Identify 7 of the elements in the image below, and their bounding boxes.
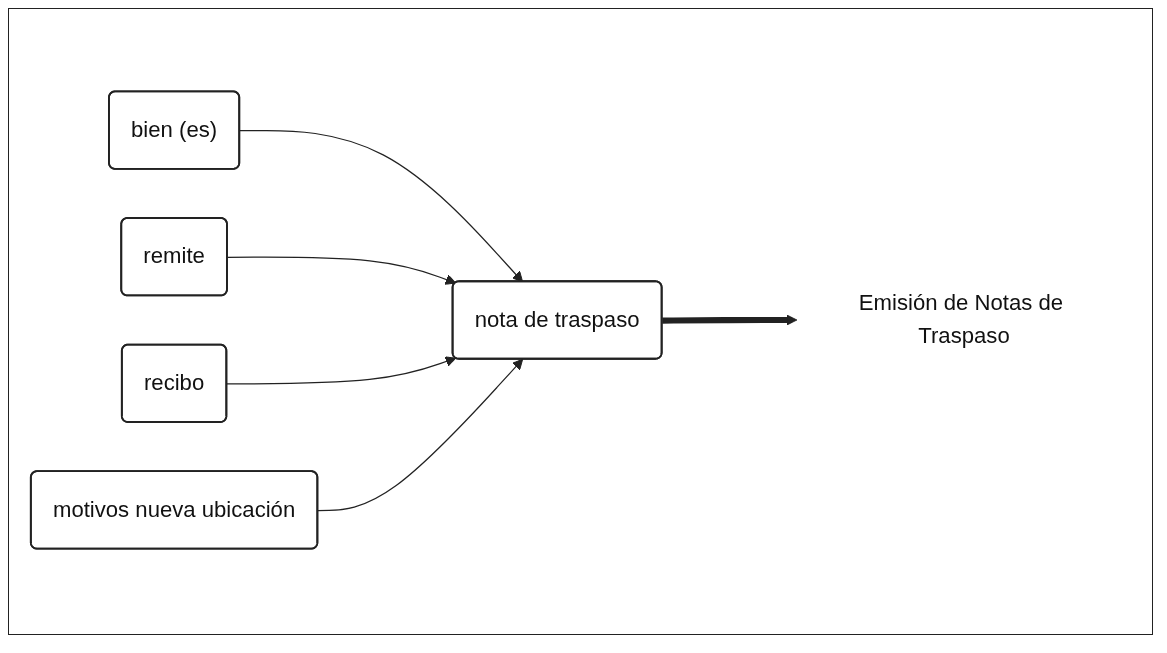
arrow xyxy=(661,314,797,325)
node-text: Emisión de Notas de Traspaso xyxy=(858,290,1063,348)
arrow xyxy=(225,355,456,385)
arrow xyxy=(226,256,456,285)
diagram-frame: bien (es) remite recibo motivos nueva ubicación nota de traspaso Emisión de Notas de Traspaso xyxy=(8,8,1153,635)
arrow xyxy=(238,129,523,282)
arrow xyxy=(316,358,523,511)
